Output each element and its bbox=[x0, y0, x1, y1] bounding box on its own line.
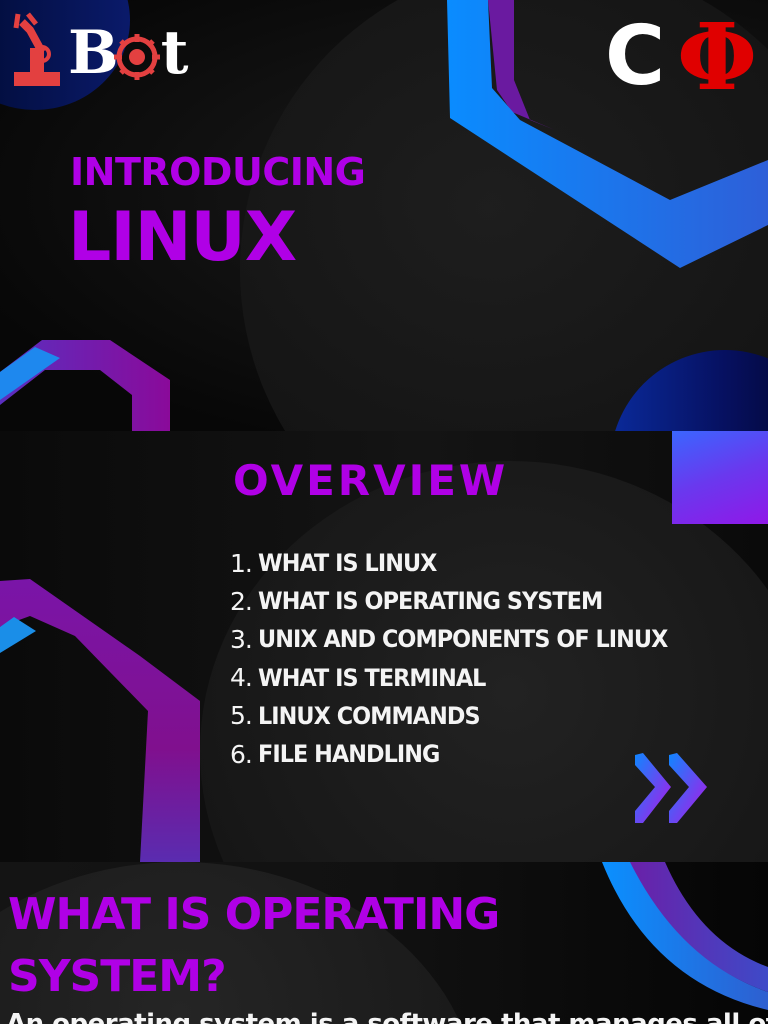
cphi-logo-phi: Φ bbox=[677, 3, 758, 111]
overview-title: OVERVIEW bbox=[233, 456, 509, 505]
overview-item[interactable]: 2.WHAT IS OPERATING SYSTEM bbox=[230, 586, 603, 616]
slide-overview: OVERVIEW 1.WHAT IS LINUX 2.WHAT IS OPERA… bbox=[0, 431, 768, 862]
robot-arm-icon bbox=[13, 12, 60, 86]
hexagon-decoration bbox=[0, 579, 200, 862]
overview-item[interactable]: 1.WHAT IS LINUX bbox=[230, 548, 437, 578]
overview-item[interactable]: 4.WHAT IS TERMINAL bbox=[230, 663, 486, 693]
ring-decoration bbox=[602, 862, 768, 1010]
gear-icon bbox=[114, 34, 160, 80]
slide-title: LINUX bbox=[68, 198, 297, 277]
overview-item[interactable]: 5.LINUX COMMANDS bbox=[230, 701, 481, 731]
double-chevron-right-icon[interactable] bbox=[633, 751, 713, 831]
slide-kicker: INTRODUCING bbox=[70, 150, 366, 194]
overview-item[interactable]: 6.FILE HANDLING bbox=[230, 739, 440, 769]
accent-square bbox=[672, 431, 768, 524]
slide-title: WHAT IS OPERATING SYSTEM? bbox=[8, 889, 500, 1002]
overview-list: 1.WHAT IS LINUX 2.WHAT IS OPERATING SYST… bbox=[230, 544, 698, 773]
overview-item[interactable]: 3.UNIX AND COMPONENTS OF LINUX bbox=[230, 624, 668, 654]
cphi-logo-c: C bbox=[605, 9, 666, 104]
slide-what-is-os: WHAT IS OPERATING SYSTEM? An operating s… bbox=[0, 862, 768, 1024]
cphi-logo: C Φ bbox=[605, 8, 765, 106]
hexagon-decorations bbox=[0, 0, 768, 431]
slide-body-text: An operating system is a software that m… bbox=[6, 1009, 768, 1024]
